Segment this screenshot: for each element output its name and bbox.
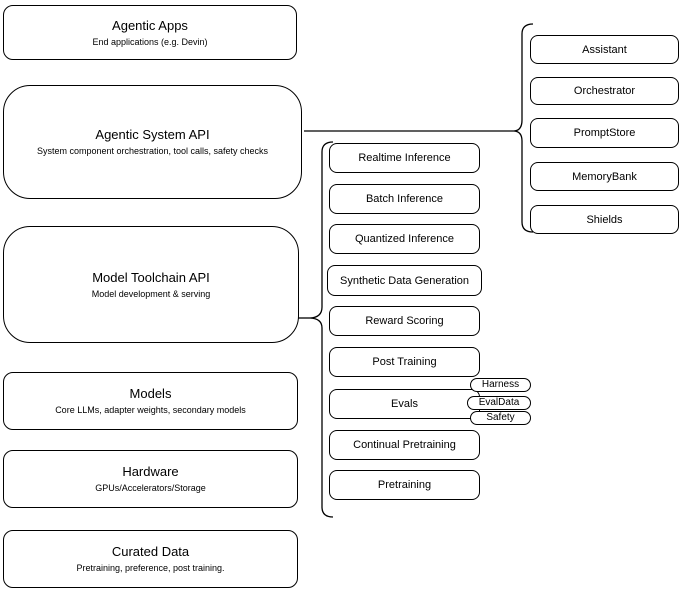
toolchain-group-brace — [309, 141, 334, 518]
node-subtitle: End applications (e.g. Devin) — [92, 36, 208, 47]
node-title: Curated Data — [111, 544, 190, 559]
node-memorybank: MemoryBank — [530, 162, 679, 191]
node-hardware: Hardware GPUs/Accelerators/Storage — [3, 450, 298, 508]
node-models: Models Core LLMs, adapter weights, secon… — [3, 372, 298, 430]
node-quantized-inference: Quantized Inference — [329, 224, 480, 254]
node-title: Models — [129, 386, 172, 401]
tag-safety: Safety — [470, 411, 531, 425]
node-assistant: Assistant — [530, 35, 679, 64]
node-subtitle: System component orchestration, tool cal… — [36, 146, 269, 156]
node-batch-inference: Batch Inference — [329, 184, 480, 214]
node-shields: Shields — [530, 205, 679, 234]
node-agentic-apps: Agentic Apps End applications (e.g. Devi… — [3, 5, 297, 60]
node-title: Agentic System API — [95, 127, 210, 142]
node-subtitle: GPUs/Accelerators/Storage — [95, 483, 206, 493]
node-post-training: Post Training — [329, 347, 480, 377]
node-agentic-system-api: Agentic System API System component orch… — [3, 85, 302, 199]
node-promptstore: PromptStore — [530, 118, 679, 148]
node-curated-data: Curated Data Pretraining, preference, po… — [3, 530, 298, 588]
node-subtitle: Model development & serving — [91, 288, 211, 299]
node-evals: Evals — [329, 389, 480, 419]
node-subtitle: Core LLMs, adapter weights, secondary mo… — [55, 405, 246, 415]
node-realtime-inference: Realtime Inference — [329, 143, 480, 173]
system-group-brace — [513, 23, 534, 233]
node-pretraining: Pretraining — [329, 470, 480, 500]
node-reward-scoring: Reward Scoring — [329, 306, 480, 336]
node-continual-pretraining: Continual Pretraining — [329, 430, 480, 460]
node-subtitle: Pretraining, preference, post training. — [76, 563, 225, 573]
node-synthetic-data-generation: Synthetic Data Generation — [327, 265, 482, 296]
tag-harness: Harness — [470, 378, 531, 392]
node-title: Agentic Apps — [112, 17, 188, 33]
node-orchestrator: Orchestrator — [530, 77, 679, 105]
node-title: Hardware — [122, 464, 179, 479]
tag-evaldata: EvalData — [467, 396, 531, 410]
node-model-toolchain-api: Model Toolchain API Model development & … — [3, 226, 299, 343]
node-title: Model Toolchain API — [92, 269, 210, 285]
